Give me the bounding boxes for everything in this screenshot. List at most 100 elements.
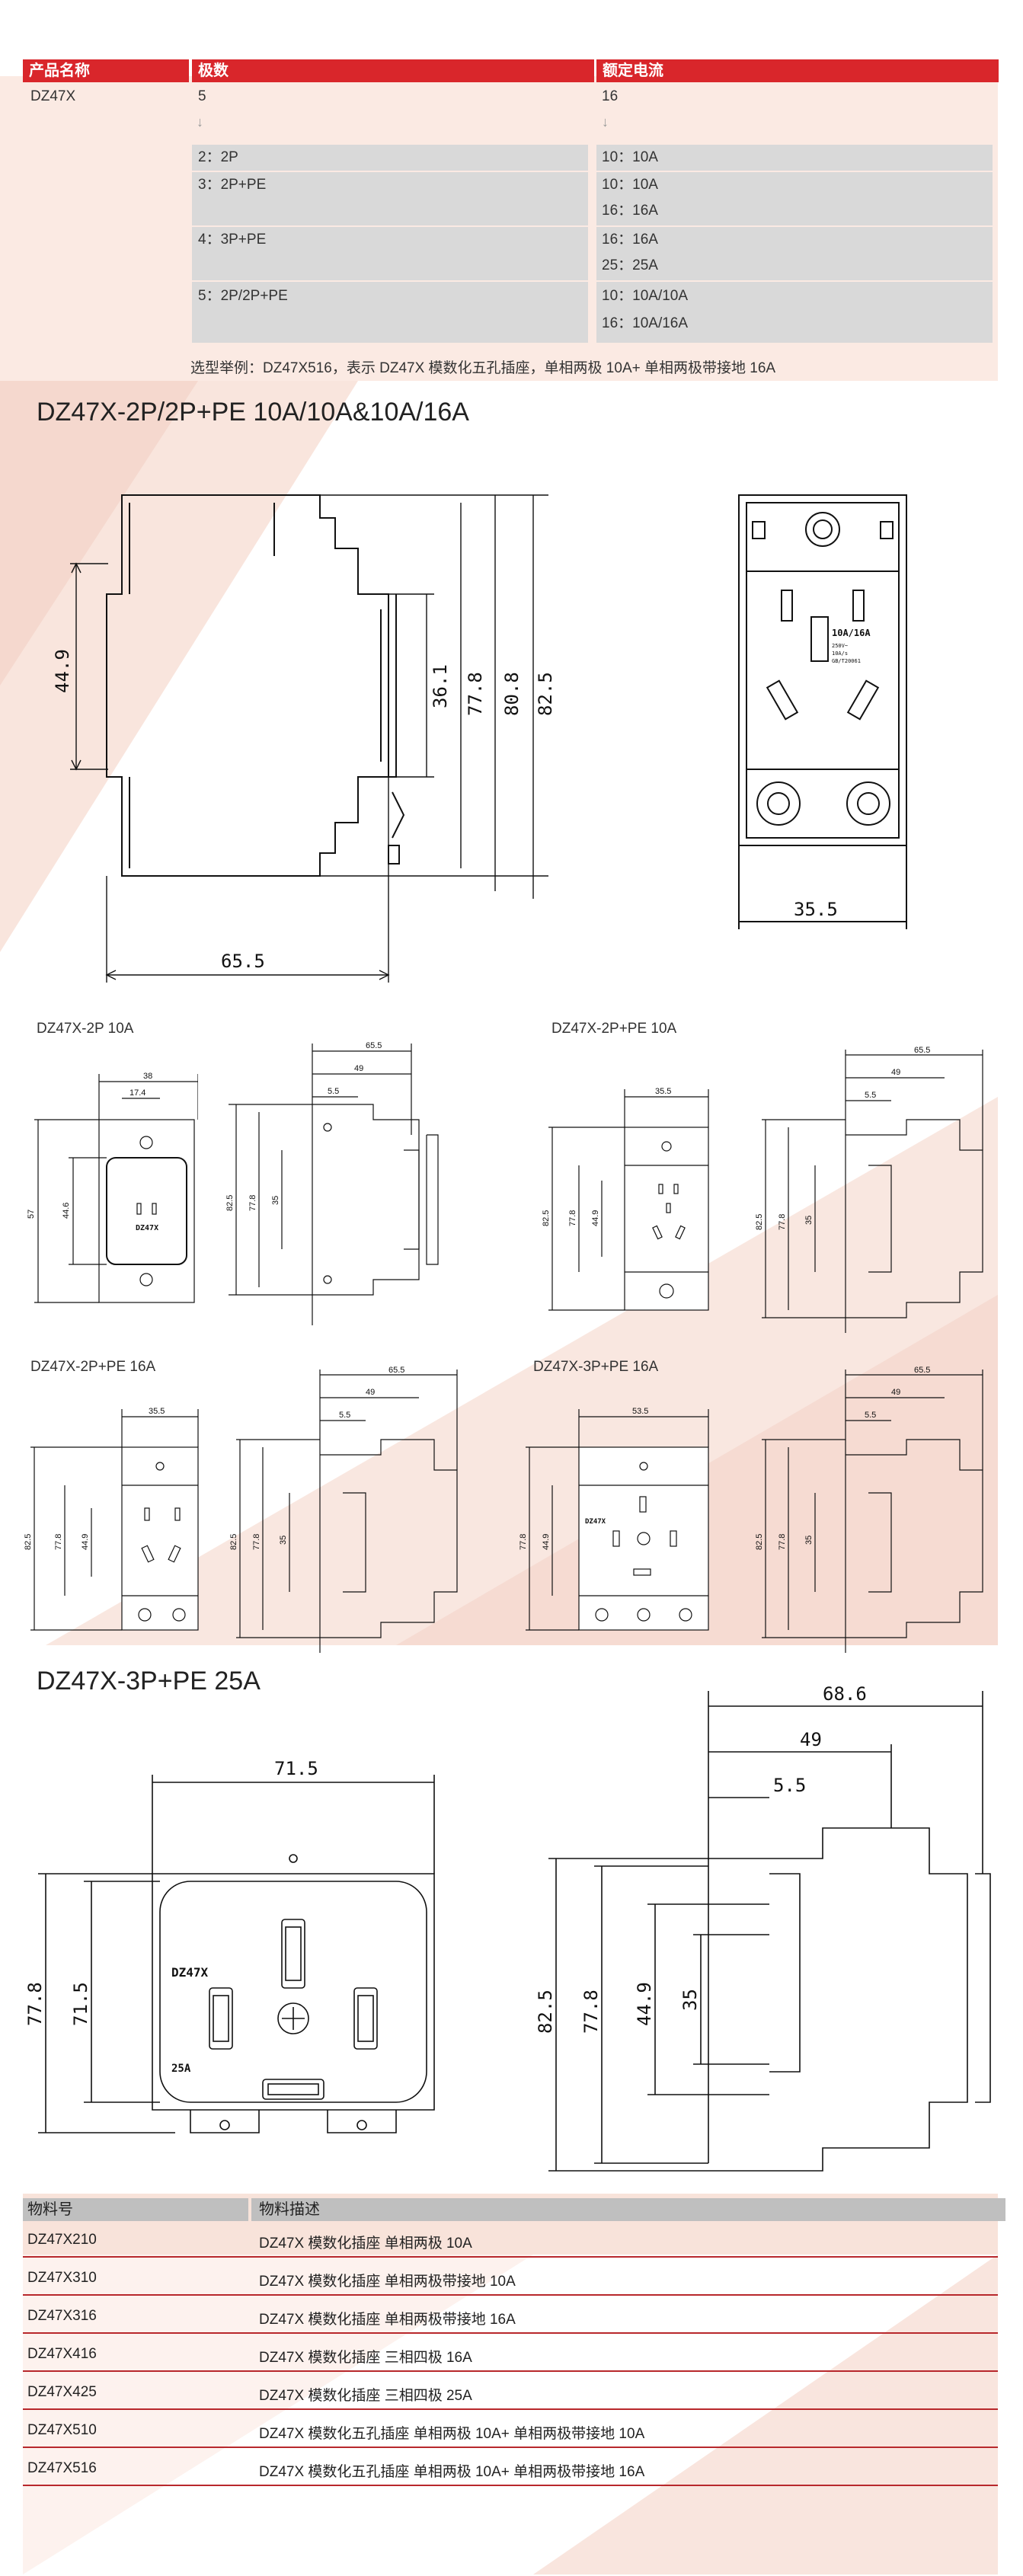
pole-option: 3：2P+PE [198, 177, 267, 193]
table-row: DZ47X510 DZ47X 模数化五孔插座 单相两极 10A+ 单相两极带接地… [23, 2413, 998, 2448]
table-row: DZ47X516 DZ47X 模数化五孔插座 单相两极 10A+ 单相两极带接地… [23, 2451, 998, 2486]
brand-label: DZ47X [171, 1965, 209, 1980]
dim-17-4: 17.4 [129, 1088, 145, 1098]
header-product-name: 产品名称 [23, 59, 189, 82]
section1-title: DZ47X-2P/2P+PE 10A/10A&10A/16A [37, 398, 469, 427]
material-desc: DZ47X 模数化插座 三相四极 16A [259, 2350, 472, 2366]
dim-82-5: 82.5 [755, 1214, 764, 1230]
socket-spec-label: 10A/s [832, 650, 848, 657]
dim-44-9: 44.9 [591, 1210, 600, 1226]
dim-35-5: 35.5 [655, 1087, 671, 1096]
row-band [192, 172, 588, 225]
dim-82-5: 82.5 [225, 1195, 235, 1211]
material-code: DZ47X510 [27, 2422, 97, 2438]
dim-44-9: 44.9 [634, 1982, 655, 2026]
dim-77-8: 77.8 [252, 1534, 261, 1550]
product-value: DZ47X [30, 88, 76, 104]
socket-voltage-label: 250V~ [832, 643, 848, 649]
dim-49: 49 [366, 1388, 375, 1397]
front-3p-pe-16a: 53.5 77.8 44.9 DZ47X [519, 1407, 709, 1631]
dim-35: 35 [279, 1536, 288, 1545]
dim-57: 57 [27, 1210, 36, 1219]
front-3p-pe-25a: 71.5 77.8 71.5 DZ47X 25A [24, 1758, 435, 2133]
dim-68-6: 68.6 [823, 1683, 867, 1705]
brand-label: DZ47X [136, 1224, 158, 1232]
poles-value: 5 [198, 88, 206, 104]
row-band [596, 145, 993, 171]
front-view-drawing: 10A/16A 250V~ 10A/s GB/T20061 35.5 [738, 494, 907, 929]
current-option: 10：10A [602, 149, 658, 165]
pole-option: 5：2P/2P+PE [198, 288, 288, 304]
table-row: DZ47X310 DZ47X 模数化插座 单相两极带接地 10A [23, 2261, 998, 2296]
material-desc: DZ47X 模数化插座 单相两极带接地 16A [259, 2312, 516, 2328]
material-code: DZ47X210 [27, 2232, 97, 2248]
dim-35: 35 [679, 1989, 701, 2011]
row-band [596, 227, 993, 280]
table-row: DZ47X416 DZ47X 模数化插座 三相四极 16A [23, 2337, 998, 2372]
dim-5-5: 5.5 [339, 1411, 350, 1420]
dim-77-8: 77.8 [24, 1982, 46, 2026]
dim-82-5: 82.5 [535, 1990, 556, 2034]
side-2p-10a: 65.5 49 5.5 82.5 77.8 35 [225, 1041, 439, 1325]
dim-44-9: 44.9 [81, 1534, 90, 1550]
material-desc: DZ47X 模数化五孔插座 单相两极 10A+ 单相两极带接地 10A [259, 2426, 645, 2442]
material-code: DZ47X416 [27, 2346, 97, 2362]
down-arrow-icon: ↓ [197, 114, 203, 129]
row-band [192, 282, 588, 343]
dim-80-8: 80.8 [501, 672, 523, 716]
dim-77-8: 77.8 [519, 1534, 528, 1550]
side-3p-pe-25a: 68.6 49 5.5 82.5 77.8 44.9 35 [535, 1683, 991, 2172]
dim-49: 49 [891, 1068, 900, 1077]
dim-35: 35 [271, 1196, 280, 1205]
dim-77-8: 77.8 [778, 1534, 787, 1550]
dim-53-5: 53.5 [632, 1407, 648, 1416]
dim-82-5: 82.5 [535, 672, 556, 716]
label-3p-pe-16a: DZ47X-3P+PE 16A [533, 1359, 659, 1375]
front-2p-pe-10a: 35.5 82.5 77.8 44.9 [542, 1087, 709, 1311]
dim-44-6: 44.6 [62, 1203, 71, 1219]
material-desc: DZ47X 模数化插座 三相四极 25A [259, 2388, 472, 2404]
current-option: 25：25A [602, 257, 658, 273]
header-rated-current: 额定电流 [596, 59, 999, 82]
rating-label: 25A [171, 2063, 191, 2075]
dim-77-8: 77.8 [580, 1990, 602, 2034]
dim-35: 35 [804, 1216, 814, 1225]
dim-5-5: 5.5 [865, 1091, 876, 1100]
dim-77-8: 77.8 [465, 672, 486, 716]
dim-49: 49 [891, 1388, 900, 1397]
dim-82-5: 82.5 [229, 1534, 238, 1550]
down-arrow-icon: ↓ [602, 114, 609, 129]
selection-table: 产品名称 极数 额定电流 DZ47X 5 16 ↓ ↓ 2：2P 10：10A … [0, 0, 1023, 396]
socket-rating-label: 10A/16A [832, 628, 871, 638]
current-value: 16 [602, 88, 619, 104]
label-2p-10a: DZ47X-2P 10A [37, 1021, 134, 1037]
dim-82-5: 82.5 [755, 1534, 764, 1550]
material-desc: DZ47X 模数化五孔插座 单相两极 10A+ 单相两极带接地 16A [259, 2464, 645, 2480]
material-desc: DZ47X 模数化插座 单相两极 10A [259, 2236, 472, 2252]
side-2p-pe-10a: 65.5 49 5.5 82.5 77.8 35 [755, 1046, 983, 1333]
front-2p-10a: 38 17.4 57 44.6 DZ47X [27, 1072, 198, 1303]
dim-65-5: 65.5 [221, 951, 265, 972]
current-option: 16：16A [602, 232, 658, 248]
side-2p-pe-16a: 65.5 49 5.5 82.5 77.8 35 [229, 1366, 458, 1653]
table-row: DZ47X210 DZ47X 模数化插座 单相两极 10A [23, 2223, 998, 2258]
pole-option: 2：2P [198, 149, 238, 165]
dim-71-5-left: 71.5 [70, 1982, 91, 2026]
current-option: 16：16A [602, 203, 658, 219]
dim-35: 35 [804, 1536, 814, 1545]
dim-77-8: 77.8 [248, 1195, 257, 1211]
dim-65-5: 65.5 [914, 1366, 930, 1375]
dim-38: 38 [143, 1072, 152, 1081]
dim-77-8: 77.8 [778, 1214, 787, 1230]
material-desc: DZ47X 模数化插座 单相两极带接地 10A [259, 2274, 516, 2290]
row-band [192, 227, 588, 280]
current-option: 10：10A/10A [602, 288, 689, 304]
front-2p-pe-16a: 35.5 82.5 77.8 44.9 [24, 1407, 199, 1631]
brand-label: DZ47X [585, 1518, 606, 1526]
dim-82-5: 82.5 [542, 1210, 551, 1226]
dim-35-5: 35.5 [149, 1407, 165, 1416]
row-band [192, 145, 588, 171]
dim-77-8: 77.8 [568, 1210, 577, 1226]
side-3p-pe-16a: 65.5 49 5.5 82.5 77.8 35 [755, 1366, 983, 1653]
example-note: 选型举例：DZ47X516，表示 DZ47X 模数化五孔插座，单相两极 10A+… [190, 360, 776, 376]
